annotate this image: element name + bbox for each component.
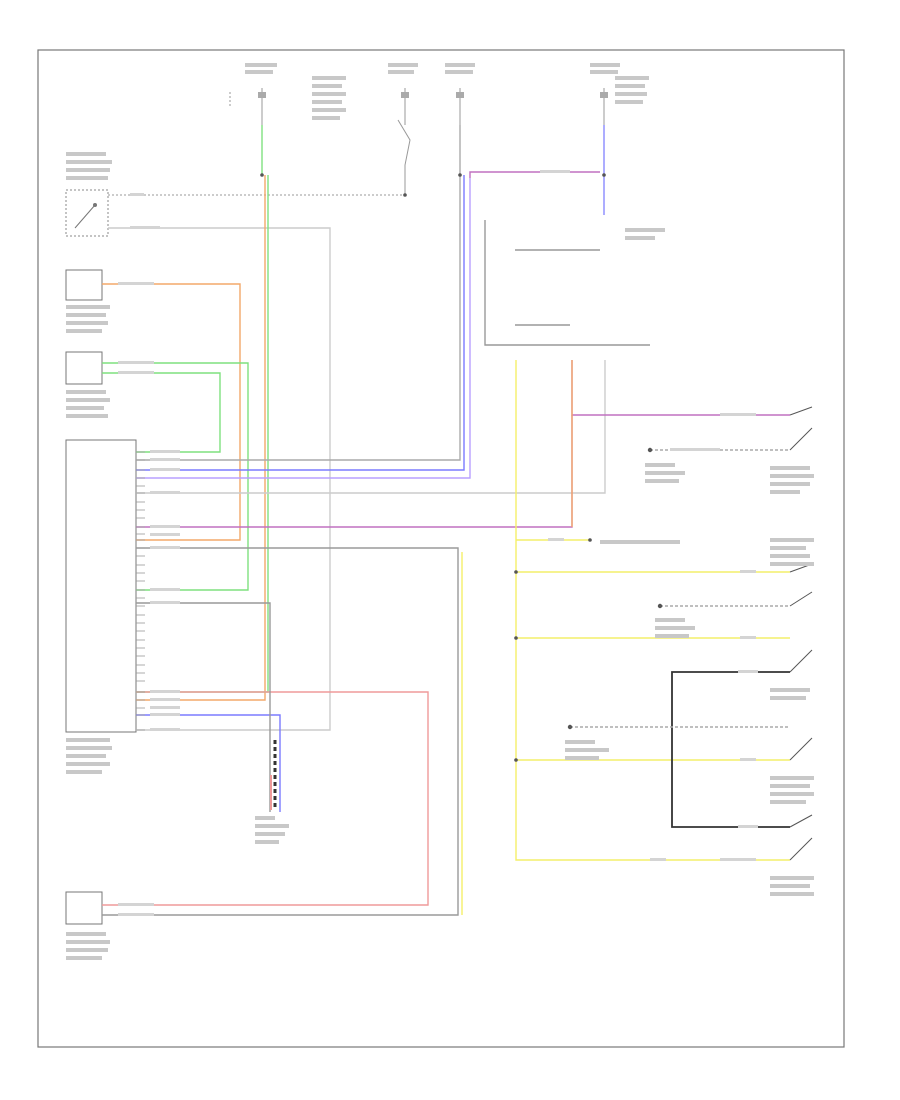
control-module-connector <box>65 439 137 774</box>
wire-red-relay <box>102 283 241 541</box>
wire-black-loop <box>671 671 790 828</box>
wire-yellow-trunk <box>515 360 790 861</box>
wire-gray-lower <box>108 227 331 731</box>
wire-blue-lower <box>136 714 281 812</box>
wire-violet-branch <box>136 178 471 479</box>
wire-tag-placeholders <box>118 170 758 916</box>
top-fuse-feeds <box>229 88 605 195</box>
door-lock-switch <box>65 152 112 237</box>
fuse-symbols <box>258 92 608 98</box>
right-switches <box>789 406 813 861</box>
wire-gray-fuse <box>136 125 461 461</box>
wires <box>102 125 790 916</box>
junction-dots <box>260 173 663 762</box>
wire-orange-fuse <box>136 175 266 701</box>
module-pin-ticks <box>136 451 145 731</box>
wire-module-outline <box>484 220 650 346</box>
page-frame <box>37 49 845 1048</box>
wire-gray-lower2 <box>136 602 271 812</box>
wire-gray-to-yellow <box>102 547 459 916</box>
wire-gray-module <box>136 360 606 494</box>
relay-box-middle <box>65 351 110 418</box>
relay-box-upper <box>65 269 110 333</box>
wire-green-relay-a <box>102 362 249 591</box>
wire-violet-module <box>469 171 600 178</box>
relay-box-lower <box>65 891 110 960</box>
wire-blue-fuse <box>136 175 465 471</box>
right-label-placeholders <box>255 463 814 896</box>
fuse-label-placeholders <box>245 63 665 240</box>
wire-violet-connector <box>136 415 573 528</box>
wire-red-lower <box>102 691 429 906</box>
